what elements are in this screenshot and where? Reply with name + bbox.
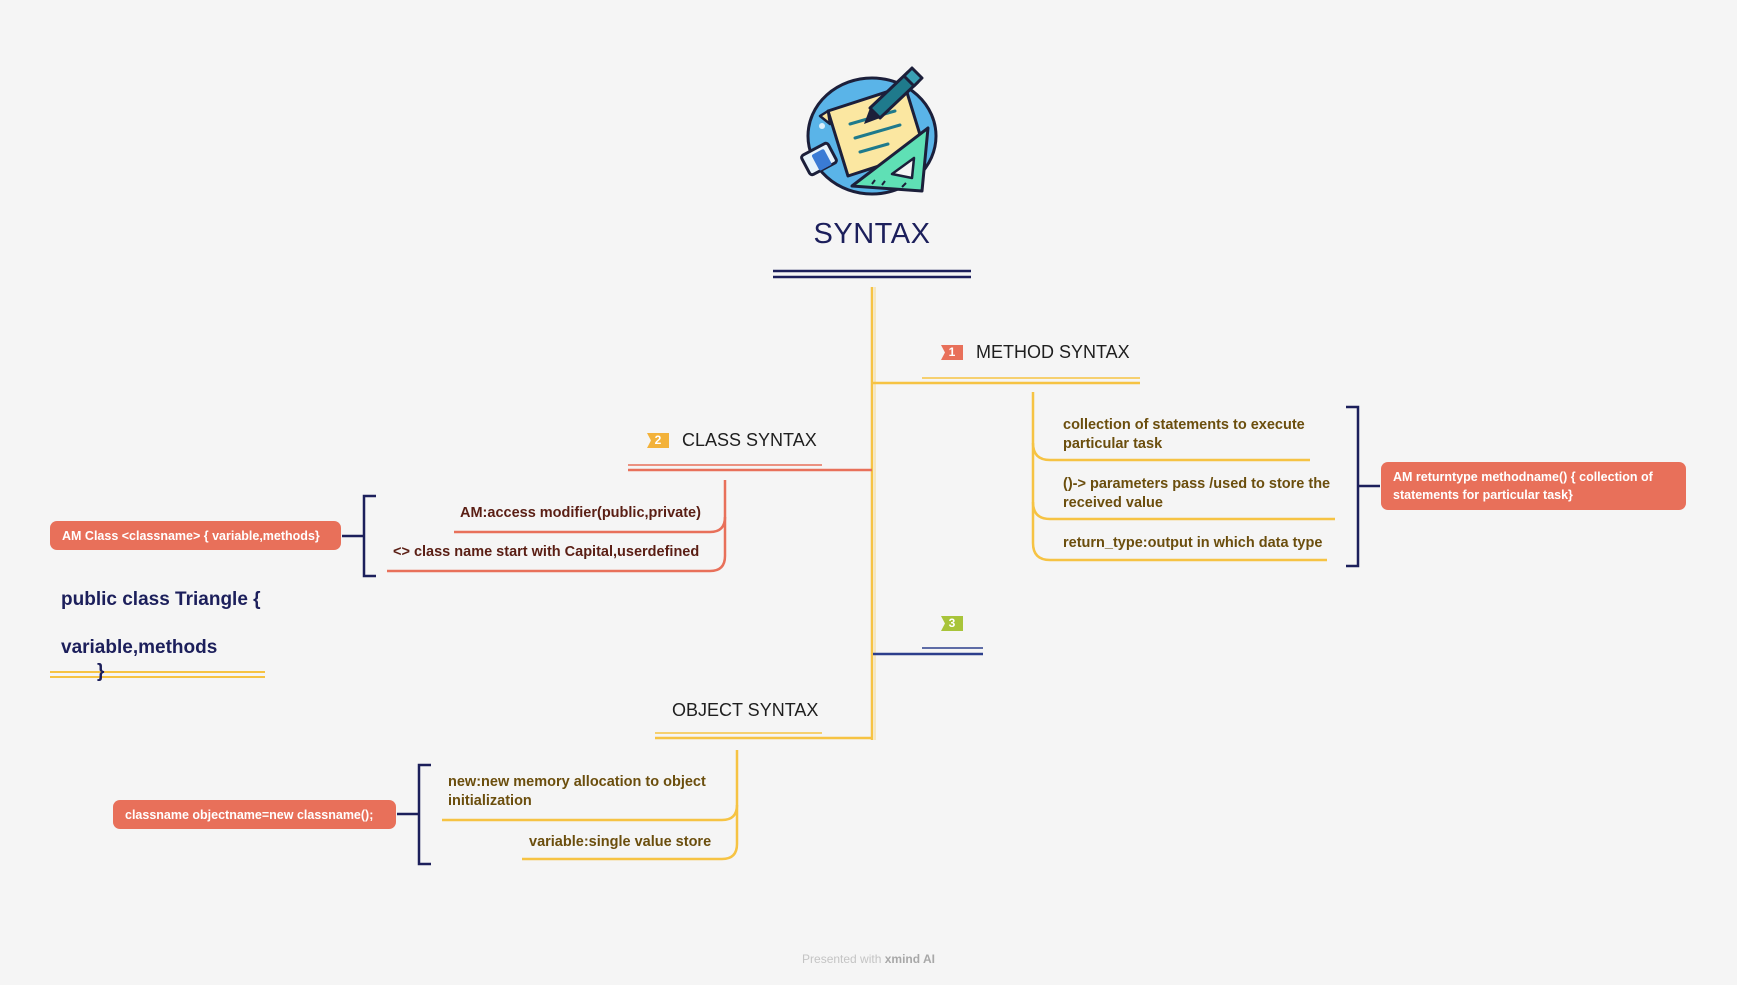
class-summary-pill[interactable]: AM Class <classname> { variable,methods} bbox=[50, 521, 341, 550]
method-summary-text: AM returntype methodname() { collection … bbox=[1393, 470, 1653, 502]
branch-marker-3[interactable]: 3 bbox=[941, 616, 963, 631]
object-syntax-title[interactable]: OBJECT SYNTAX bbox=[672, 700, 819, 720]
method-syntax-title[interactable]: METHOD SYNTAX bbox=[976, 342, 1130, 362]
class-example-line-1[interactable]: public class Triangle { bbox=[61, 589, 261, 610]
object-summary-text: classname objectname=new classname(); bbox=[125, 807, 374, 822]
presented-with-footer: Presented with xmind AI bbox=[0, 952, 1737, 966]
footer-brand[interactable]: xmind AI bbox=[884, 952, 935, 966]
class-example-line-2[interactable]: variable,methods bbox=[61, 637, 218, 658]
notepad-pen-ruler-icon bbox=[800, 66, 938, 196]
class-item-classname[interactable]: <> class name start with Capital,userdef… bbox=[393, 544, 700, 560]
class-summary-text: AM Class <classname> { variable,methods} bbox=[62, 528, 320, 543]
branch-marker-2: 2 bbox=[647, 433, 669, 448]
class-syntax-title[interactable]: CLASS SYNTAX bbox=[682, 430, 817, 450]
method-summary-pill[interactable]: AM returntype methodname() { collection … bbox=[1381, 462, 1686, 510]
object-summary-pill[interactable]: classname objectname=new classname(); bbox=[113, 800, 396, 829]
class-example-line-3[interactable]: } bbox=[97, 661, 105, 682]
method-item-parameters[interactable]: ()-> parameters pass /used to store the … bbox=[1063, 476, 1331, 511]
footer-prefix: Presented with bbox=[802, 952, 882, 966]
central-topic-title[interactable]: SYNTAX bbox=[813, 218, 931, 250]
method-item-statements[interactable]: collection of statements to execute part… bbox=[1063, 417, 1305, 452]
branch-marker-1: 1 bbox=[941, 345, 963, 360]
class-item-access-modifier[interactable]: AM:access modifier(public,private) bbox=[460, 505, 701, 521]
method-item-return-type[interactable]: return_type:output in which data type bbox=[1063, 535, 1323, 551]
object-item-variable[interactable]: variable:single value store bbox=[529, 834, 712, 850]
object-item-new[interactable]: new:new memory allocation to object init… bbox=[448, 774, 706, 809]
